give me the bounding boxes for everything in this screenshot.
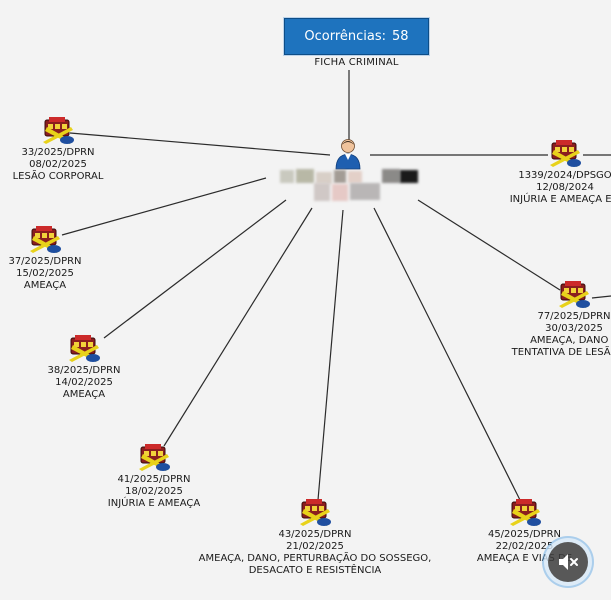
- occurrence-type: AMEAÇA: [62, 389, 106, 400]
- occurrence-node[interactable]: 41/2025/DPRN 18/02/2025 INJÚRIA E AMEAÇA: [99, 444, 209, 510]
- edge-to-37-2025: [61, 177, 267, 236]
- police-case-icon: [139, 444, 170, 471]
- occurrence-type: AMEAÇA, DANO, PERTURBAÇÃO DO SOSSEGO,: [198, 553, 432, 564]
- occurrence-type-cont: TENTATIVA DE LESÃO CO: [511, 347, 611, 358]
- occurrence-date: 12/08/2024: [536, 182, 594, 193]
- occurrence-date: 08/02/2025: [29, 159, 87, 170]
- occurrence-node[interactable]: 43/2025/DPRN 21/02/2025 AMEAÇA, DANO, PE…: [195, 499, 435, 577]
- occurrence-node[interactable]: 38/2025/DPRN 14/02/2025 AMEAÇA: [29, 335, 139, 401]
- occurrence-id: 43/2025/DPRN: [278, 529, 352, 540]
- edge-to-45-2025: [373, 207, 521, 501]
- occurrence-id: 33/2025/DPRN: [21, 147, 95, 158]
- edge-to-77-2025: [417, 199, 561, 291]
- occurrence-date: 14/02/2025: [55, 377, 113, 388]
- edge-to-38-2025: [103, 199, 287, 339]
- police-case-icon: [559, 281, 590, 308]
- police-case-icon: [43, 117, 74, 144]
- occurrence-type: INJÚRIA E AMEAÇA: [107, 498, 201, 509]
- occurrence-type: INJÚRIA E AMEAÇA EM: [509, 194, 611, 205]
- occurrence-node[interactable]: 33/2025/DPRN 08/02/2025 LESÃO CORPORAL: [3, 117, 113, 183]
- occurrence-id: 45/2025/DPRN: [487, 529, 562, 540]
- occurrences-counter[interactable]: Ocorrências: 58: [283, 17, 430, 56]
- police-case-icon: [30, 226, 61, 253]
- occurrence-type: AMEAÇA, DANO E: [530, 335, 611, 346]
- occurrence-date: 21/02/2025: [286, 541, 344, 552]
- occurrence-type-cont: DESACATO E RESISTÊNCIA: [248, 565, 382, 576]
- occurrence-date: 22/02/2025: [495, 541, 554, 552]
- occurrences-label: Ocorrências:: [304, 29, 387, 44]
- person-icon[interactable]: [335, 138, 361, 170]
- occurrence-type: LESÃO CORPORAL: [12, 171, 104, 182]
- occurrence-date: 30/03/2025: [545, 323, 603, 334]
- occurrence-date: 15/02/2025: [16, 268, 74, 279]
- person-name-redacted: [276, 168, 426, 204]
- occurrence-type: AMEAÇA E VIAS DE: [476, 553, 573, 564]
- police-case-icon: [509, 499, 541, 526]
- occurrence-id: 77/2025/DPRN: [537, 311, 611, 322]
- occurrence-node[interactable]: 1339/2024/DPSGO 12/08/2024 INJÚRIA E AME…: [490, 140, 611, 206]
- mute-button[interactable]: [548, 542, 588, 582]
- edge-to-33-2025: [69, 132, 331, 156]
- occurrence-id: 1339/2024/DPSGO: [518, 170, 611, 181]
- edge-offscreen-2: [591, 295, 611, 299]
- criminal-record-label: FICHA CRIMINAL: [314, 57, 399, 68]
- occurrence-id: 37/2025/DPRN: [8, 256, 82, 267]
- occurrence-type: AMEAÇA: [23, 280, 67, 291]
- police-case-icon: [300, 499, 331, 526]
- speaker-muted-icon: [559, 554, 578, 570]
- occurrence-node[interactable]: 45/2025/DPRN 22/02/2025 AMEAÇA E VIAS DE: [462, 499, 587, 565]
- occurrence-node[interactable]: 37/2025/DPRN 15/02/2025 AMEAÇA: [0, 226, 100, 292]
- occurrence-id: 38/2025/DPRN: [47, 365, 121, 376]
- edge-to-43-2025: [317, 209, 344, 501]
- occurrence-node[interactable]: 77/2025/DPRN 30/03/2025 AMEAÇA, DANO E T…: [494, 281, 611, 359]
- occurrence-id: 41/2025/DPRN: [117, 474, 191, 485]
- police-case-icon: [69, 335, 100, 362]
- occurrence-date: 18/02/2025: [125, 486, 183, 497]
- police-case-icon: [550, 140, 581, 167]
- edge-to-41-2025: [163, 207, 313, 447]
- occurrences-count: 58: [392, 29, 409, 44]
